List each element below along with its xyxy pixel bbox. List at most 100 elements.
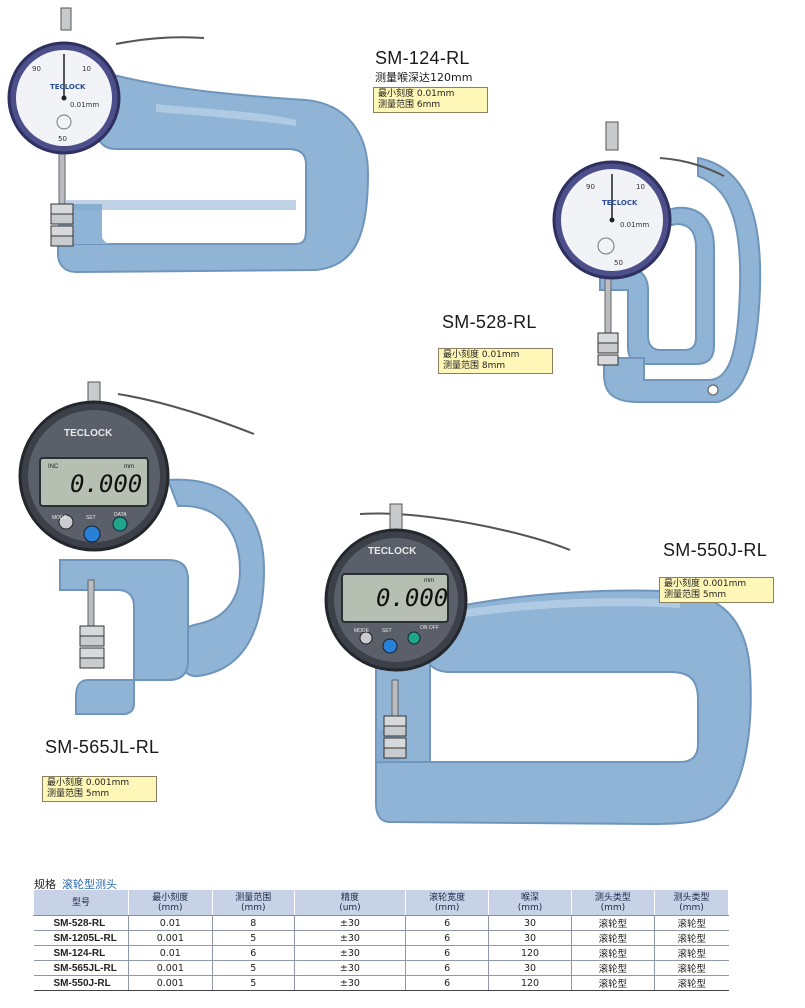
mm-indicator: mm <box>124 464 134 470</box>
lcd-screen <box>39 457 149 507</box>
inc-indicator: INC <box>48 464 59 470</box>
table-cell: 滚轮型 <box>571 915 656 931</box>
table-cell: 滚轮型 <box>571 975 656 991</box>
table-cell: 5 <box>212 930 295 946</box>
mode-button[interactable] <box>359 631 373 645</box>
digital-brand: TECLOCK <box>64 428 113 439</box>
table-cell: 滚轮型 <box>654 915 729 931</box>
dial-number: 10 <box>82 65 91 73</box>
table-cell: 120 <box>488 945 572 961</box>
header-line: 精度 <box>340 892 359 903</box>
sm-550j-rl-gauge-image <box>324 503 752 826</box>
spec-table-header-cell: 测头类型(mm) <box>570 889 656 916</box>
header-line: 最小刻度 <box>152 892 189 903</box>
spec-line-min-scale: 最小刻度 0.001mm <box>664 579 747 589</box>
header-line: 测头类型 <box>594 892 631 903</box>
table-cell: ±30 <box>294 945 406 961</box>
dial-brand: TECLOCK <box>50 83 86 91</box>
header-unit: (mm) <box>158 902 183 913</box>
table-cell: 6 <box>405 915 490 931</box>
product-model-title: SM-550J-RL <box>663 540 768 560</box>
set-label: SET <box>86 515 96 521</box>
mode-label: MODE <box>354 628 369 634</box>
table-cell: 6 <box>405 930 490 946</box>
header-line: 测头类型 <box>673 892 710 903</box>
header-line: 型号 <box>72 897 91 908</box>
table-cell: 30 <box>488 930 572 946</box>
mode-button[interactable] <box>58 514 74 530</box>
table-cell: 120 <box>488 975 572 991</box>
mode-label: MODE <box>52 515 67 521</box>
data-button[interactable] <box>407 631 421 645</box>
sm-124-rl-gauge-image <box>7 7 370 274</box>
table-cell: 30 <box>488 915 572 931</box>
table-cell: 0.001 <box>128 975 213 991</box>
header-line: 测量范围 <box>235 892 272 903</box>
spec-line-range: 测量范围 8mm <box>443 361 506 371</box>
lcd-screen <box>341 573 449 623</box>
dial-unit: 0.01mm <box>620 221 650 229</box>
spec-line-min-scale: 最小刻度 0.001mm <box>47 778 130 788</box>
spec-caption-accent: 滚轮型测头 <box>62 878 117 891</box>
product-spec-box: 最小刻度 0.001mm 测量范围 5mm <box>42 776 157 802</box>
data-button[interactable] <box>112 516 128 532</box>
table-cell: 5 <box>212 960 295 976</box>
lifting-lever <box>115 36 205 45</box>
model-cell: SM-550J-RL <box>33 975 130 991</box>
roller <box>383 715 407 759</box>
product-model-title: SM-124-RL <box>375 48 470 68</box>
spec-line-range: 测量范围 6mm <box>378 100 441 110</box>
table-cell: 6 <box>405 975 490 991</box>
dial-unit: 0.01mm <box>70 101 100 109</box>
spec-line-min-scale: 最小刻度 0.01mm <box>378 89 455 99</box>
product-spec-box: 最小刻度 0.01mm 测量范围 6mm <box>373 87 488 113</box>
dial-number: 90 <box>586 183 595 191</box>
table-cell: ±30 <box>294 975 406 991</box>
table-cell: 0.01 <box>128 945 213 961</box>
spec-line-range: 测量范围 5mm <box>664 590 727 600</box>
header-line: 喉深 <box>521 892 540 903</box>
model-cell: SM-124-RL <box>33 945 130 961</box>
sm-528-rl-gauge-image <box>552 121 762 403</box>
table-cell: 0.001 <box>128 960 213 976</box>
header-unit: (mm) <box>240 902 266 913</box>
spec-table: 型号最小刻度(mm)测量范围(mm)精度(um)滚轮宽度(mm)喉深(mm)测头… <box>32 889 729 991</box>
lcd-reading: 0.000 <box>70 470 143 498</box>
spec-line-min-scale: 最小刻度 0.01mm <box>443 350 520 360</box>
spec-table-header-cell: 滚轮宽度(mm) <box>404 889 490 916</box>
table-cell: 0.001 <box>128 930 213 946</box>
mm-indicator: mm <box>424 578 434 584</box>
table-cell: 滚轮型 <box>571 960 656 976</box>
spec-table-header-cell: 喉深(mm) <box>488 889 572 916</box>
table-cell: 滚轮型 <box>654 960 729 976</box>
roller <box>50 203 74 247</box>
model-cell: SM-565JL-RL <box>33 960 130 976</box>
digital-brand: TECLOCK <box>368 546 417 557</box>
header-unit: (mm) <box>679 902 704 913</box>
dial-number: 50 <box>58 135 67 143</box>
model-cell: SM-528-RL <box>33 915 130 931</box>
table-cell: ±30 <box>294 915 406 931</box>
table-cell: ±30 <box>294 930 406 946</box>
c-frame <box>59 478 266 715</box>
product-spec-box: 最小刻度 0.01mm 测量范围 8mm <box>438 348 553 374</box>
product-subtitle: 测量喉深达120mm <box>375 71 473 84</box>
table-cell: 滚轮型 <box>654 930 729 946</box>
set-button[interactable] <box>83 525 101 543</box>
spec-table-header-cell: 型号 <box>32 889 130 916</box>
header-unit: (mm) <box>517 902 543 913</box>
table-cell: 8 <box>212 915 295 931</box>
set-button[interactable] <box>382 638 398 654</box>
roller <box>597 332 619 366</box>
spec-table-header-cell: 测头类型(mm) <box>654 889 729 916</box>
product-model-title: SM-565JL-RL <box>45 737 160 757</box>
dial-brand: TECLOCK <box>602 199 638 207</box>
sm-565jl-rl-gauge-image <box>18 381 266 715</box>
product-spec-box: 最小刻度 0.001mm 测量范围 5mm <box>659 577 774 603</box>
header-unit: (um) <box>339 902 361 913</box>
